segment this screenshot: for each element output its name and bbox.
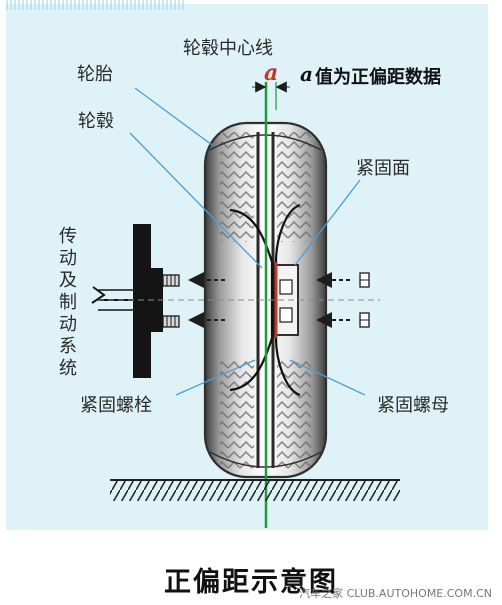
- offset-symbol: a: [264, 60, 279, 86]
- fastening-nut-label: 紧固螺母: [377, 395, 449, 416]
- nut-icon: [359, 272, 370, 288]
- leader-mounting-face: [294, 179, 361, 266]
- leader-bolt: [175, 359, 256, 396]
- tire-label: 轮胎: [77, 64, 113, 85]
- leader-tire: [134, 87, 213, 146]
- offset-note-symbol: a: [300, 62, 313, 86]
- mounting-face-label: 紧固面: [356, 158, 410, 179]
- leader-lines: [129, 87, 366, 396]
- fastening-bolt-label: 紧固螺栓: [80, 395, 152, 416]
- arrow-left-icon: [188, 272, 225, 328]
- leader-nut: [289, 359, 366, 396]
- leader-hub: [129, 132, 263, 269]
- offset-note-text: 值为正偏距数据: [315, 67, 441, 88]
- nut-icon: [359, 312, 370, 328]
- watermark: 汽车之家 CLUB.AUTOHOME.COM.CN: [299, 587, 492, 600]
- bolt-icon: [162, 274, 180, 287]
- diagram-title: 正偏距示意图: [164, 567, 338, 598]
- bolt-icon: [162, 315, 180, 328]
- arrow-left-icon: [316, 272, 350, 328]
- hub-center-line-label: 轮毂中心线: [183, 38, 273, 59]
- hub-label: 轮毂: [78, 111, 114, 132]
- ground-hatch: [110, 479, 400, 501]
- drive-brake-system-label: 传动及制动系统: [59, 226, 77, 379]
- background-hatch: [6, 0, 186, 10]
- drive-brake-assembly: [91, 224, 380, 378]
